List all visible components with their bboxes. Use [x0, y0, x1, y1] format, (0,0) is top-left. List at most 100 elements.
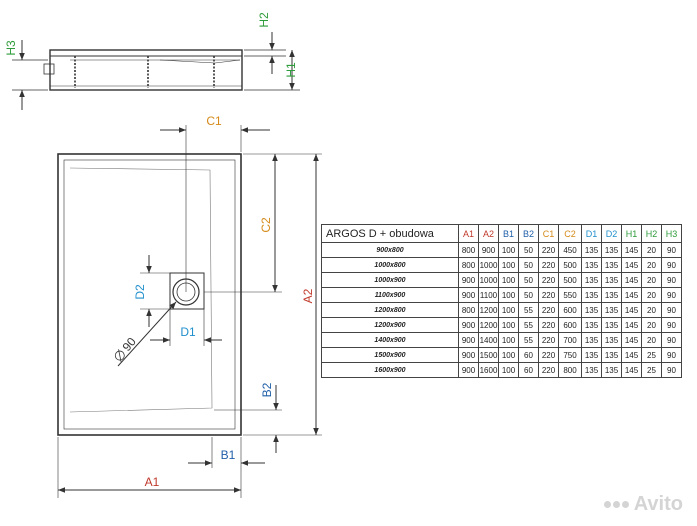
value-cell: 800: [458, 242, 479, 258]
col-h1: H1: [621, 224, 642, 243]
model-cell: 1200x800: [321, 302, 459, 318]
value-cell: 145: [621, 347, 642, 363]
value-cell: 55: [518, 332, 539, 348]
value-cell: 100: [498, 332, 519, 348]
value-cell: 55: [518, 302, 539, 318]
col-c2: C2: [558, 224, 582, 243]
value-cell: 135: [581, 257, 602, 273]
value-cell: 135: [581, 302, 602, 318]
value-cell: 20: [641, 332, 662, 348]
value-cell: 90: [661, 347, 682, 363]
label-h3: H3: [4, 40, 18, 56]
value-cell: 90: [661, 332, 682, 348]
value-cell: 100: [498, 242, 519, 258]
value-cell: 145: [621, 287, 642, 303]
value-cell: 220: [538, 287, 559, 303]
value-cell: 145: [621, 272, 642, 288]
model-cell: 900x800: [321, 242, 459, 258]
label-d2: D2: [133, 284, 147, 300]
table-title: ARGOS D + obudowa: [321, 224, 459, 243]
table-header-row: ARGOS D + obudowa A1 A2 B1 B2 C1 C2 D1 D…: [321, 224, 682, 243]
value-cell: 900: [478, 242, 499, 258]
label-a2: A2: [301, 288, 315, 303]
label-c1: C1: [206, 114, 222, 128]
avito-logo-icon: [603, 501, 629, 508]
col-b2: B2: [518, 224, 539, 243]
value-cell: 900: [458, 347, 479, 363]
col-b1: B1: [498, 224, 519, 243]
value-cell: 600: [558, 302, 582, 318]
value-cell: 1200: [478, 317, 499, 333]
col-a1: A1: [458, 224, 479, 243]
label-b1: B1: [221, 448, 236, 462]
value-cell: 145: [621, 317, 642, 333]
value-cell: 500: [558, 272, 582, 288]
value-cell: 25: [641, 362, 662, 378]
tray-top-outline: [57, 153, 242, 436]
col-c1: C1: [538, 224, 559, 243]
value-cell: 135: [581, 332, 602, 348]
model-cell: 1000x900: [321, 272, 459, 288]
value-cell: 750: [558, 347, 582, 363]
value-cell: 900: [458, 287, 479, 303]
value-cell: 90: [661, 272, 682, 288]
value-cell: 1600: [478, 362, 499, 378]
value-cell: 145: [621, 257, 642, 273]
value-cell: 900: [458, 362, 479, 378]
value-cell: 100: [498, 257, 519, 273]
label-diameter: 90: [120, 334, 140, 353]
value-cell: 145: [621, 362, 642, 378]
value-cell: 60: [518, 362, 539, 378]
value-cell: 20: [641, 302, 662, 318]
value-cell: 90: [661, 287, 682, 303]
value-cell: 100: [498, 302, 519, 318]
value-cell: 500: [558, 257, 582, 273]
value-cell: 100: [498, 287, 519, 303]
model-cell: 1600x900: [321, 362, 459, 378]
value-cell: 1000: [478, 272, 499, 288]
value-cell: 1500: [478, 347, 499, 363]
top-view: [57, 125, 322, 498]
value-cell: 50: [518, 257, 539, 273]
value-cell: 800: [558, 362, 582, 378]
model-cell: 1100x900: [321, 287, 459, 303]
col-a2: A2: [478, 224, 499, 243]
label-h2: H2: [257, 12, 271, 28]
value-cell: 100: [498, 347, 519, 363]
diameter-label: 90: [114, 334, 140, 362]
value-cell: 135: [601, 272, 622, 288]
value-cell: 50: [518, 272, 539, 288]
value-cell: 145: [621, 332, 642, 348]
col-h3: H3: [661, 224, 682, 243]
watermark: Avito: [603, 493, 683, 516]
value-cell: 135: [581, 317, 602, 333]
value-cell: 100: [498, 317, 519, 333]
value-cell: 135: [601, 287, 622, 303]
model-cell: 1500x900: [321, 347, 459, 363]
value-cell: 20: [641, 242, 662, 258]
value-cell: 135: [581, 362, 602, 378]
value-cell: 90: [661, 302, 682, 318]
value-cell: 100: [498, 362, 519, 378]
value-cell: 135: [581, 242, 602, 258]
value-cell: 90: [661, 257, 682, 273]
value-cell: 135: [601, 362, 622, 378]
value-cell: 800: [458, 257, 479, 273]
value-cell: 135: [601, 242, 622, 258]
label-a1: A1: [145, 475, 160, 489]
watermark-text: Avito: [633, 493, 683, 515]
value-cell: 135: [601, 302, 622, 318]
label-h1: H1: [284, 62, 298, 78]
value-cell: 145: [621, 302, 642, 318]
model-cell: 1400x900: [321, 332, 459, 348]
value-cell: 220: [538, 317, 559, 333]
value-cell: 20: [641, 272, 662, 288]
value-cell: 60: [518, 347, 539, 363]
value-cell: 550: [558, 287, 582, 303]
